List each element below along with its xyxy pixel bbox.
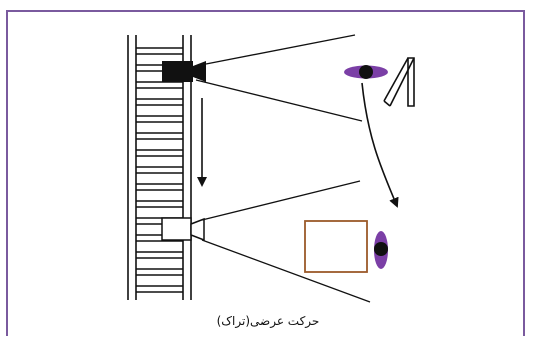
- video-camera-outline-icon: [162, 218, 204, 240]
- person-top-view-icon: [374, 231, 388, 269]
- video-camera-icon: [162, 61, 206, 82]
- door-icon: [384, 58, 414, 106]
- person-top-view-icon: [344, 65, 388, 79]
- camera-view-lines-top: [196, 35, 362, 121]
- frame-rectangle-icon: [305, 221, 367, 272]
- figure-caption: حرکت عرضی(تراک): [0, 314, 536, 328]
- camera-view-lines-bottom: [202, 181, 370, 302]
